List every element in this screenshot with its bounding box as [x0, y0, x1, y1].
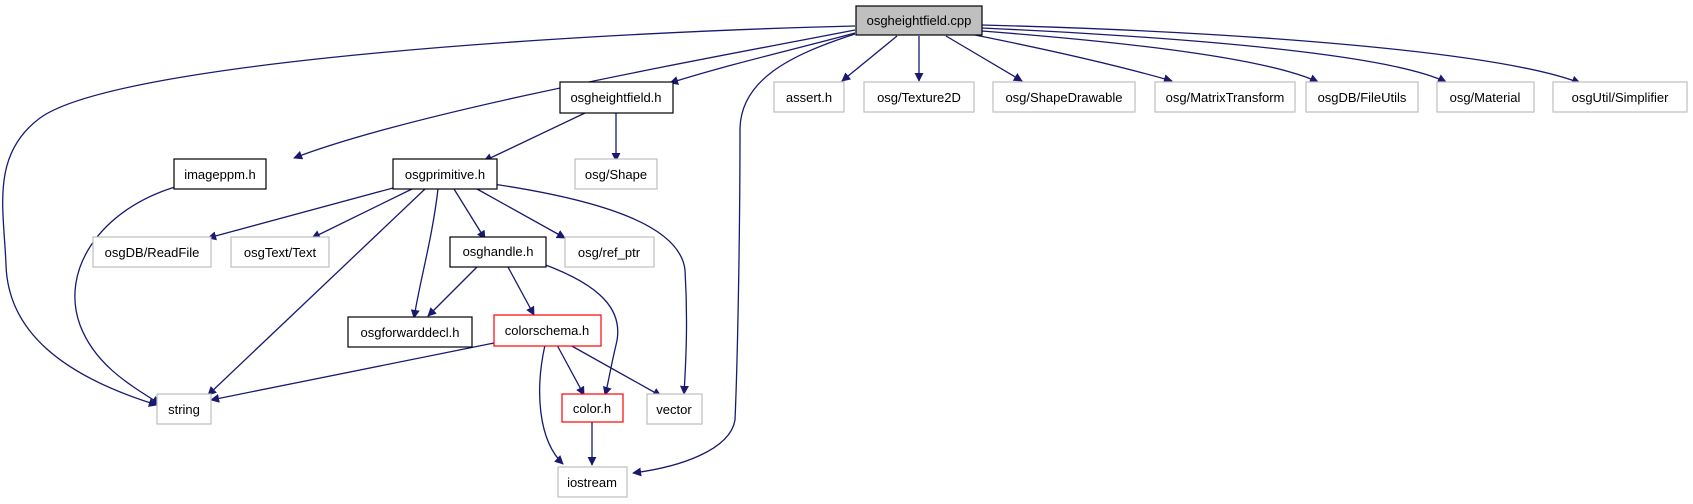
edges	[2, 24, 1581, 477]
edge-root-string	[2, 25, 856, 407]
node-osg-ref-ptr[interactable]: osg/ref_ptr	[564, 236, 655, 268]
node-label-osg-shapedrawable: osg/ShapeDrawable	[1005, 90, 1122, 105]
edge-root-matrixtransform	[969, 33, 1173, 84]
node-label-colorschema-h: colorschema.h	[505, 323, 590, 338]
node-label-osgtext-text: osgText/Text	[244, 245, 317, 260]
node-label-osg-ref-ptr: osg/ref_ptr	[578, 245, 641, 260]
edge-imageppm-string	[74, 186, 176, 405]
node-color-h[interactable]: color.h	[561, 393, 624, 423]
node-label-osgprimitive-h: osgprimitive.h	[405, 167, 485, 182]
edge-osgprimitive-string	[207, 188, 426, 396]
edge-root-fileutils	[981, 30, 1319, 83]
node-osgforwarddecl-h[interactable]: osgforwarddecl.h	[347, 316, 473, 348]
edge-osghandle-osgforwarddecl	[427, 266, 478, 317]
node-root[interactable]: osgheightfield.cpp	[855, 5, 983, 36]
node-label-osg-matrixtransform: osg/MatrixTransform	[1166, 90, 1285, 105]
edge-osgprimitive-vector	[492, 183, 689, 395]
node-label-osg-shape: osg/Shape	[585, 167, 647, 182]
node-label-color-h: color.h	[573, 401, 611, 416]
node-label-osgheightfield-h: osgheightfield.h	[570, 90, 661, 105]
node-label-iostream: iostream	[567, 475, 617, 490]
edge-root-material	[981, 27, 1447, 83]
edge-root-assert	[841, 35, 898, 82]
nodes: osgheightfield.cpp osgheightfield.h asse…	[92, 5, 1688, 498]
node-label-assert-h: assert.h	[786, 90, 832, 105]
edge-colorschema-vector	[569, 344, 662, 397]
node-osg-texture2d[interactable]: osg/Texture2D	[863, 81, 975, 113]
node-label-osgdb-readfile: osgDB/ReadFile	[105, 245, 200, 260]
node-iostream[interactable]: iostream	[557, 466, 628, 498]
node-string[interactable]: string	[156, 393, 212, 425]
edge-root-osgheightfield-h	[669, 32, 856, 85]
node-label-osg-material: osg/Material	[1450, 90, 1521, 105]
edge-colorschema-iostream	[539, 344, 564, 465]
node-label-root: osgheightfield.cpp	[867, 13, 972, 28]
node-colorschema-h[interactable]: colorschema.h	[493, 314, 602, 347]
node-label-imageppm-h: imageppm.h	[184, 167, 256, 182]
node-osgdb-fileutils[interactable]: osgDB/FileUtils	[1305, 81, 1419, 113]
edge-colorschema-color	[556, 344, 585, 396]
edge-osgprimitive-refptr	[476, 188, 566, 239]
node-vector[interactable]: vector	[646, 393, 703, 425]
node-label-osgdb-fileutils: osgDB/FileUtils	[1318, 90, 1407, 105]
edge-colorschema-string	[210, 342, 495, 403]
node-osghandle-h[interactable]: osghandle.h	[449, 236, 547, 268]
node-osg-shape[interactable]: osg/Shape	[574, 158, 658, 190]
node-osg-matrixtransform[interactable]: osg/MatrixTransform	[1154, 81, 1296, 113]
node-osgheightfield-h[interactable]: osgheightfield.h	[559, 81, 674, 114]
edge-osgprimitive-osgforwarddecl	[410, 188, 439, 319]
edge-osgprimitive-osghandle	[453, 188, 486, 240]
node-label-string: string	[168, 402, 200, 417]
node-label-osghandle-h: osghandle.h	[463, 244, 534, 259]
node-osgtext-text[interactable]: osgText/Text	[230, 236, 330, 268]
node-label-osgutil-simplifier: osgUtil/Simplifier	[1572, 90, 1669, 105]
node-assert-h[interactable]: assert.h	[773, 81, 845, 113]
edge-osghandle-color	[542, 263, 619, 396]
edge-osgheightfield-osgprimitive	[483, 112, 586, 162]
node-osg-material[interactable]: osg/Material	[1436, 81, 1535, 113]
edge-osgprimitive-text	[311, 188, 413, 239]
node-label-vector: vector	[656, 402, 692, 417]
node-osg-shapedrawable[interactable]: osg/ShapeDrawable	[992, 81, 1136, 113]
node-label-osg-texture2d: osg/Texture2D	[877, 90, 961, 105]
node-imageppm-h[interactable]: imageppm.h	[173, 158, 267, 190]
node-label-osgforwarddecl-h: osgforwarddecl.h	[361, 325, 460, 340]
node-osgdb-readfile[interactable]: osgDB/ReadFile	[92, 236, 212, 268]
edge-root-iostream	[632, 33, 856, 477]
edge-osgprimitive-readfile	[207, 187, 394, 241]
edge-root-simplifier	[981, 24, 1581, 85]
edge-root-shapedrawable	[945, 35, 1023, 82]
node-osgprimitive-h[interactable]: osgprimitive.h	[392, 158, 498, 190]
node-osgutil-simplifier[interactable]: osgUtil/Simplifier	[1552, 81, 1688, 113]
edge-osghandle-colorschema	[507, 266, 535, 316]
